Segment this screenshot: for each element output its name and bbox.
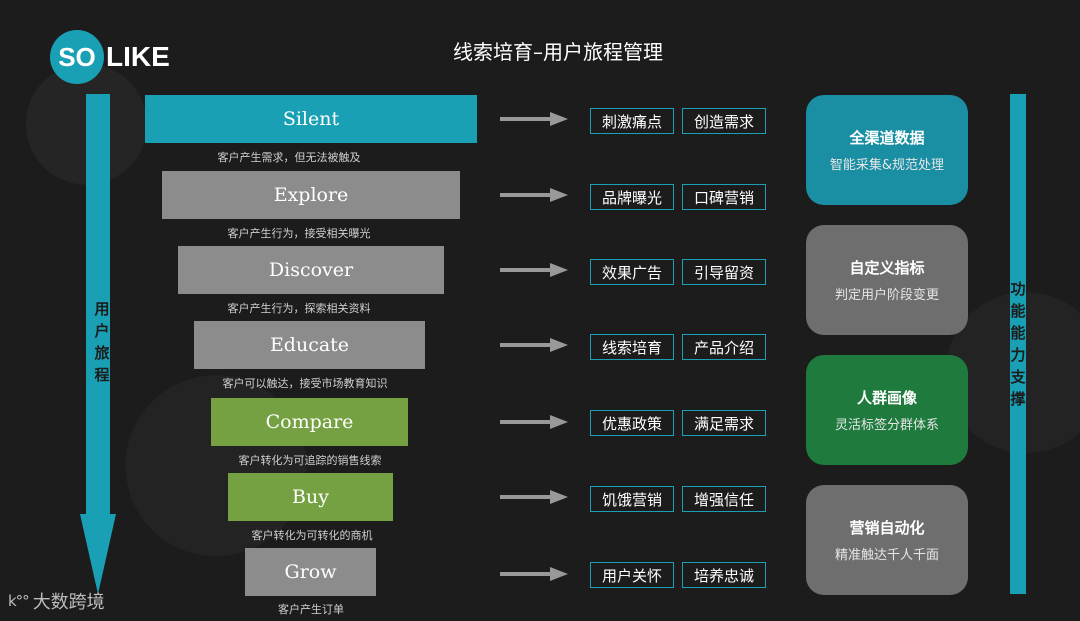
axis-char: 旅 [94, 344, 110, 362]
stage-desc: 客户产生行为，探索相关资料 [227, 302, 371, 315]
right-arrow-icon [500, 567, 568, 581]
logo-circle: SO [50, 30, 104, 84]
logo-text: LIKE [106, 41, 170, 72]
stage-name: Discover [268, 259, 354, 281]
axis-char: 户 [94, 322, 110, 340]
k100-logo-icon: k°° [8, 592, 30, 610]
stage-desc: 客户可以触达，接受市场教育知识 [222, 377, 388, 390]
card-subtitle: 精准触达千人千面 [834, 548, 939, 563]
axis-char: 能 [1010, 302, 1026, 320]
axis-char: 撑 [1010, 390, 1026, 408]
tag-item: 线索培育 [590, 334, 674, 360]
card-title: 全渠道数据 [849, 129, 925, 147]
solike-logo: SO LIKE [50, 30, 170, 84]
stage-desc: 客户产生订单 [278, 603, 344, 616]
card-subtitle: 智能采集&规范处理 [829, 158, 945, 173]
tag-item: 增强信任 [682, 486, 766, 512]
card-subtitle: 判定用户阶段变更 [834, 288, 939, 303]
stage-name: Buy [292, 486, 329, 508]
tag-item: 培养忠诚 [682, 562, 766, 588]
stage-name: Grow [284, 561, 337, 583]
card-title: 自定义指标 [849, 259, 925, 277]
right-arrow-icon [500, 490, 568, 504]
card-custom-metrics: 自定义指标 判定用户阶段变更 [806, 225, 968, 335]
stage-desc: 客户产生需求，但无法被触及 [217, 151, 361, 164]
axis-char: 用 [94, 300, 110, 318]
right-arrow-icon [500, 338, 568, 352]
right-arrow-icon [500, 263, 568, 277]
tag-item: 口碑营销 [682, 184, 766, 210]
tag-item: 饥饿营销 [590, 486, 674, 512]
watermark: k°° 大数跨境 [8, 588, 105, 614]
stage-name: Silent [282, 108, 340, 130]
right-arrow-icon [500, 188, 568, 202]
stage-desc: 客户转化为可转化的商机 [251, 529, 373, 542]
stage-discover: Discover [178, 246, 444, 294]
capability-support-label: 功 能 能 力 支 撑 [1010, 278, 1026, 410]
axis-char: 能 [1010, 324, 1026, 342]
card-marketing-automation: 营销自动化 精准触达千人千面 [806, 485, 968, 595]
axis-char: 功 [1010, 280, 1026, 298]
stage-silent: Silent [145, 95, 477, 143]
tag-item: 效果广告 [590, 259, 674, 285]
card-subtitle: 灵活标签分群体系 [834, 418, 939, 433]
stage-name: Educate [269, 334, 350, 356]
page-title: 线索培育–用户旅程管理 [453, 40, 663, 64]
stage-explore: Explore [162, 171, 460, 219]
user-journey-arrow-icon [80, 94, 116, 594]
tag-item: 品牌曝光 [590, 184, 674, 210]
tag-item: 刺激痛点 [590, 108, 674, 134]
axis-char: 程 [94, 366, 110, 384]
stage-compare: Compare [211, 398, 408, 446]
stage-desc: 客户转化为可追踪的销售线索 [238, 454, 382, 467]
axis-char: 力 [1010, 346, 1026, 364]
tag-item: 产品介绍 [682, 334, 766, 360]
tag-item: 创造需求 [682, 108, 766, 134]
tag-item: 引导留资 [682, 259, 766, 285]
card-title: 营销自动化 [849, 519, 925, 537]
stage-desc: 客户产生行为，接受相关曝光 [227, 227, 371, 240]
card-title: 人群画像 [856, 389, 917, 407]
watermark-text: 大数跨境 [32, 592, 105, 613]
stage-buy: Buy [228, 473, 393, 521]
axis-char: 支 [1010, 368, 1026, 386]
right-arrow-icon [500, 415, 568, 429]
stage-educate: Educate [194, 321, 425, 369]
right-arrow-icon [500, 112, 568, 126]
user-journey-label: 用 户 旅 程 [92, 298, 112, 386]
capability-support-bar [1010, 94, 1026, 594]
tag-item: 优惠政策 [590, 410, 674, 436]
stage-name: Explore [273, 184, 349, 206]
tag-item: 用户关怀 [590, 562, 674, 588]
tag-item: 满足需求 [682, 410, 766, 436]
card-audience-profile: 人群画像 灵活标签分群体系 [806, 355, 968, 465]
stage-grow: Grow [245, 548, 376, 596]
card-omnichannel-data: 全渠道数据 智能采集&规范处理 [806, 95, 968, 205]
stage-name: Compare [265, 411, 354, 433]
